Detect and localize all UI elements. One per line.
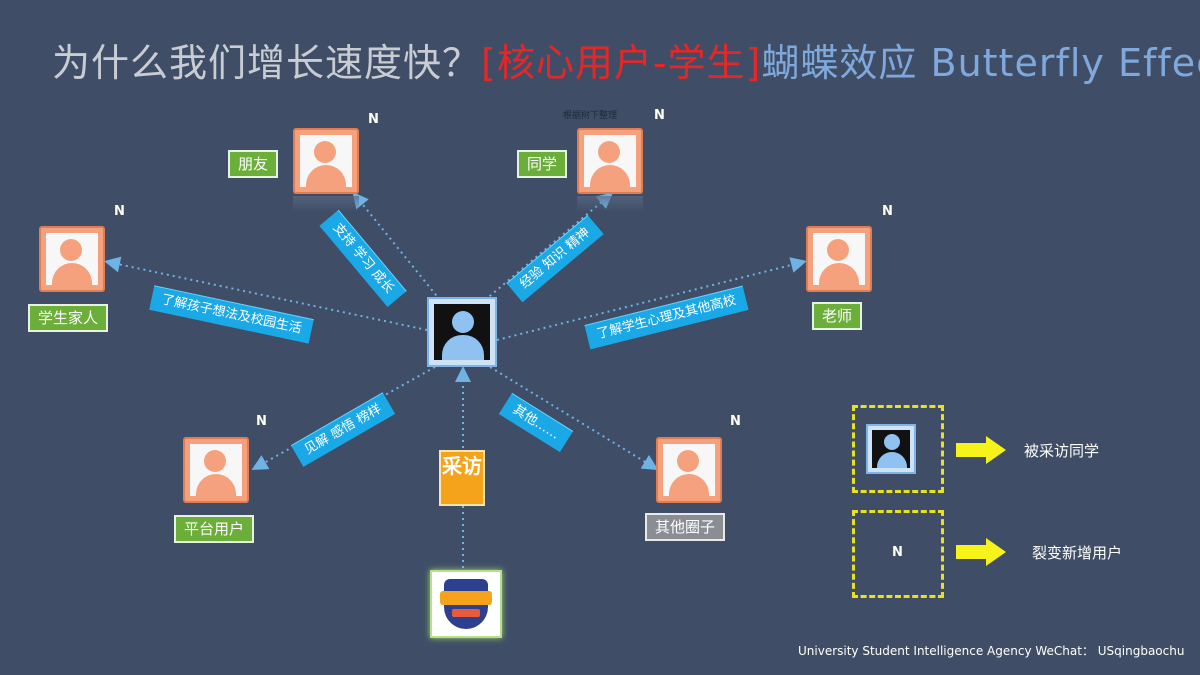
platform-users-label: 平台用户 — [174, 515, 255, 543]
legend-new-users-box — [852, 510, 944, 598]
agency-logo — [430, 570, 502, 638]
line-to-other — [489, 366, 659, 471]
teacher-person-icon — [806, 226, 872, 292]
parents-n-mark: N — [114, 204, 125, 219]
line-to-teacher — [496, 257, 807, 341]
arrow-right-icon — [956, 538, 1006, 566]
classmate-person-icon — [577, 128, 643, 212]
platform-users-person-icon — [183, 437, 249, 503]
parents-label: 学生家人 — [28, 304, 109, 332]
slide-title: 为什么我们增长速度快？[核心用户-学生]蝴蝶效应 Butterfly Effec… — [52, 32, 1200, 87]
teacher-label: 老师 — [812, 302, 863, 330]
arrow-right-icon — [956, 436, 1006, 464]
legend-interviewed-text: 被采访同学 — [1024, 442, 1100, 460]
parents-person-icon — [39, 226, 105, 292]
interview-label: 采访 — [439, 450, 485, 506]
footer-credit: University Student Intelligence Agency W… — [798, 644, 1185, 658]
friend-n-mark: N — [368, 112, 379, 127]
legend-new-users-text: 裂变新增用户 — [1032, 544, 1123, 562]
teacher-n-mark: N — [882, 204, 893, 219]
platform-users-n-mark: N — [256, 414, 267, 429]
line-to-parents — [104, 256, 428, 331]
interviewed-student-icon — [427, 297, 497, 367]
legend-n-mark: N — [892, 545, 903, 560]
friend-label: 朋友 — [228, 150, 279, 178]
title-butterfly-en: Butterfly Effect — [930, 41, 1200, 85]
classmate-label: 同学 — [517, 150, 568, 178]
other-circles-person-icon — [656, 437, 722, 503]
source-note: 根据树下整理 — [563, 111, 618, 121]
line-to-friend — [352, 191, 441, 301]
friend-person-icon — [293, 128, 359, 212]
legend-interviewed-icon — [866, 424, 916, 474]
other-circles-label: 其他圈子 — [645, 513, 726, 541]
legend-interviewed-box — [852, 405, 944, 493]
title-butterfly-cn: 蝴蝶效应 — [761, 41, 918, 85]
other-circles-n-mark: N — [730, 414, 741, 429]
classmate-n-mark: N — [654, 108, 665, 123]
title-question: 为什么我们增长速度快？ — [52, 41, 482, 85]
title-core-users: [核心用户-学生] — [481, 41, 762, 85]
